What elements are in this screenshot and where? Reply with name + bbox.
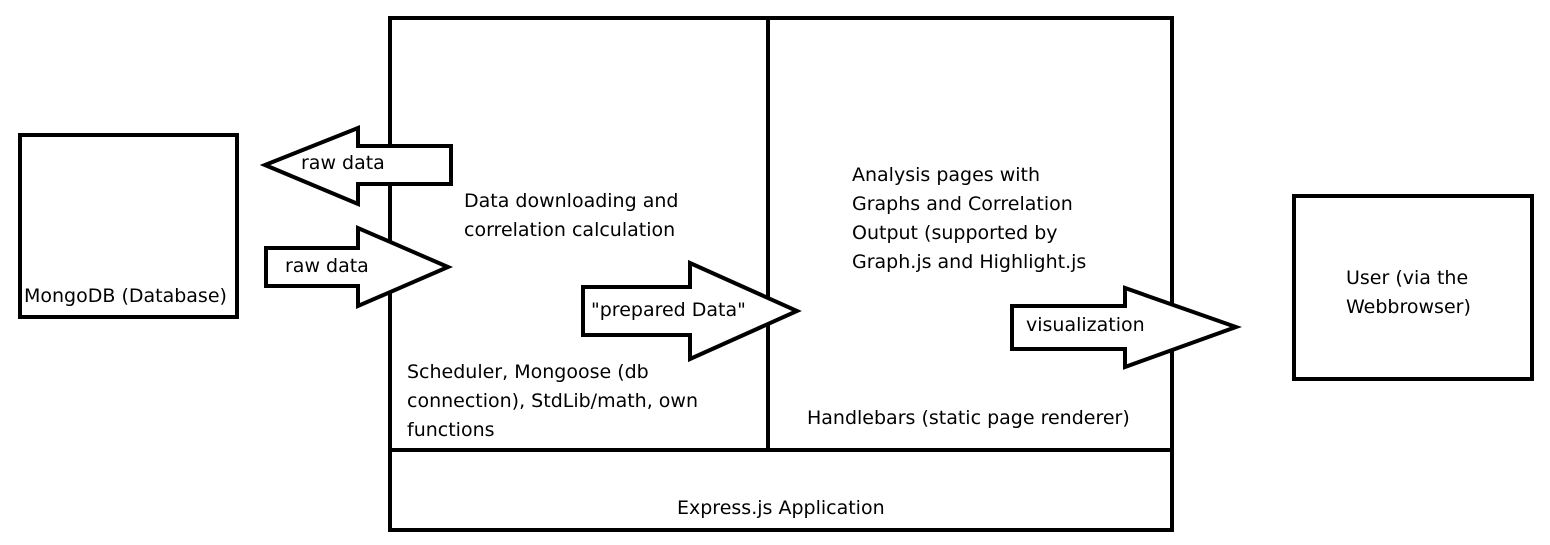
raw-data-right-arrow	[264, 224, 454, 310]
page-renderer-label: Handlebars (static page renderer)	[807, 407, 1130, 429]
raw-data-out-label: raw data	[301, 152, 385, 174]
prepared-data-label: "prepared Data"	[591, 299, 746, 321]
data-processing-label: Data downloading and correlation calcula…	[464, 190, 679, 241]
user-box	[1292, 194, 1534, 381]
analysis-pages-label: Analysis pages with Graphs and Correlati…	[852, 164, 1087, 273]
data-processing-libs-label: Scheduler, Mongoose (db connection), Std…	[407, 361, 699, 441]
visualization-label: visualization	[1026, 314, 1145, 336]
raw-data-in-label: raw data	[285, 255, 369, 277]
prepared-data-arrow	[581, 259, 802, 363]
raw-data-left-arrow	[259, 125, 453, 208]
mongodb-label: MongoDB (Database)	[24, 285, 227, 307]
user-label: User (via the Webbrowser)	[1346, 267, 1471, 318]
express-app-label: Express.js Application	[677, 497, 885, 519]
visualization-arrow	[1010, 285, 1242, 370]
mongodb-box	[18, 133, 239, 319]
